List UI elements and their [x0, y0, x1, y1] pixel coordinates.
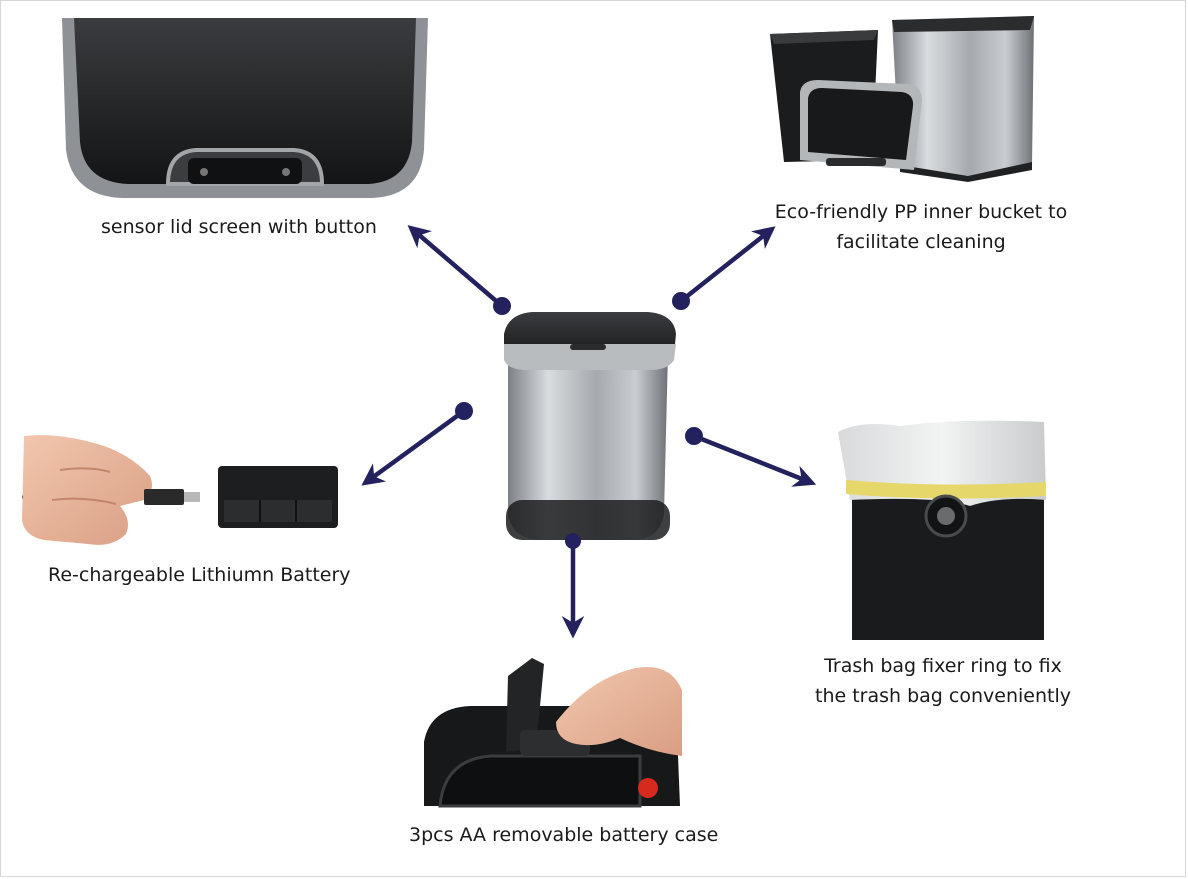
trash-bag-ring-photo: [838, 420, 1046, 640]
arrow-dot: [565, 533, 581, 549]
caption-aa-case: 3pcs AA removable battery case: [409, 824, 719, 846]
arrow-to-battery: [361, 409, 466, 486]
inner-bucket-photo: [770, 16, 1034, 182]
lithium-battery-photo: [22, 435, 338, 545]
feature-arrows: [361, 225, 817, 639]
caption-battery: Re-chargeable Lithiumn Battery: [48, 564, 351, 586]
sensor-lid-photo: [62, 18, 428, 198]
sensor-bin-product: [504, 312, 676, 540]
arrow-to-inner-bucket: [679, 226, 776, 303]
arrow-dot: [685, 427, 703, 445]
caption-inner-bucket: Eco-friendly PP inner bucket to facilita…: [774, 201, 1068, 253]
aa-battery-case-photo: [424, 658, 682, 808]
arrow-to-bag-ring: [693, 433, 817, 487]
arrow-dot: [672, 292, 690, 310]
arrow-dot: [455, 402, 473, 420]
caption-bag-ring: Trash bag fixer ring to fix the trash ba…: [815, 655, 1071, 707]
arrow-dot: [493, 297, 511, 315]
arrow-to-sensor-lid: [407, 225, 504, 308]
caption-sensor-lid: sensor lid screen with button: [101, 216, 377, 238]
